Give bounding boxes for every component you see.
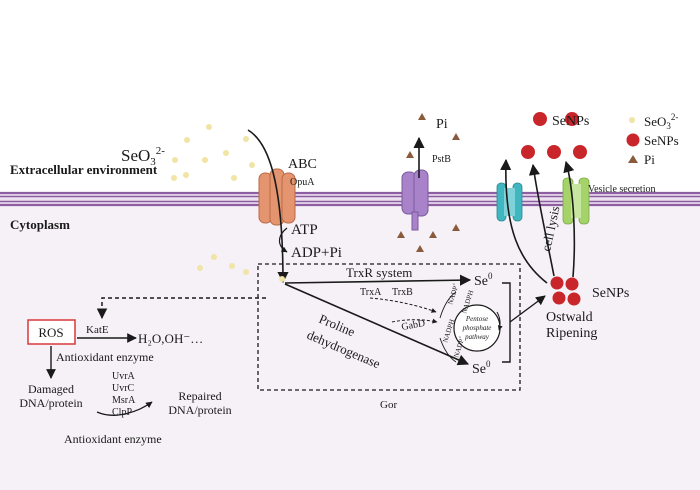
nadph-arc-bottom — [439, 337, 457, 363]
gor-box — [257, 263, 521, 391]
gabd-dashed-arrow — [391, 318, 438, 324]
svg-text:SeO32-: SeO32- — [121, 145, 165, 168]
senps-cluster-outside — [521, 112, 587, 159]
legend-senps-marker — [626, 133, 640, 147]
ppp-label-3: pathway — [464, 333, 490, 341]
ppp-label-1: Pentose — [465, 315, 488, 323]
extracellular-label: Extracellular environment — [10, 162, 158, 177]
se0-to-senps-arrow — [509, 295, 546, 323]
repair-arrow — [96, 401, 153, 416]
ostwald-label-1: Ostwald — [546, 310, 593, 325]
antioxidant-enzyme-label-2: Antioxidant enzyme — [64, 432, 162, 446]
pi-triangles — [397, 113, 460, 252]
trxr-label: TrxR system — [346, 265, 412, 280]
msra-label: MsrA — [112, 395, 136, 406]
trxb-label: TrxB — [392, 287, 413, 298]
cytoplasm-region — [0, 204, 700, 490]
ros-label: ROS — [38, 325, 63, 340]
legend-selenite-marker — [629, 117, 635, 123]
trx-dashed-arrow — [369, 297, 437, 313]
senps-cluster-inside — [550, 276, 581, 306]
pstb-label: PstB — [432, 154, 451, 165]
selenite-particles-outside — [171, 124, 255, 181]
damaged-label-1: Damaged — [28, 382, 74, 396]
ppp-cycle-arrow — [496, 311, 503, 331]
selenite-label: SeO32- — [121, 145, 165, 168]
se0-top-label: Se0 — [474, 271, 493, 289]
repaired-label-1: Repaired — [178, 389, 221, 403]
uvrc-label: UvrC — [112, 383, 135, 394]
senps-inside-label: SeNPs — [592, 286, 629, 301]
ostwald-label-2: Ripening — [546, 326, 597, 341]
ros-products-label: H₂O,OH⁻… — [138, 331, 203, 346]
vesicle-secretion-label: Vesicle secretion — [588, 184, 655, 195]
ppp-label-2: phosphate — [462, 324, 492, 332]
adp-label: ADP+Pi — [291, 245, 342, 261]
nadph-arc-top — [439, 291, 457, 319]
vesicle-secretion-channel — [562, 177, 590, 225]
legend-pi-marker — [628, 155, 638, 163]
ros-dashed-arrow — [96, 297, 266, 320]
antioxidant-enzyme-label-1: Antioxidant enzyme — [56, 350, 154, 364]
cell-lysis-arrow — [528, 163, 555, 277]
cytoplasm-label: Cytoplasm — [10, 217, 70, 232]
uvra-label: UvrA — [112, 371, 136, 382]
abc-label: ABC — [288, 157, 317, 172]
clpp-label: ClpP — [112, 407, 132, 418]
repaired-label-2: DNA/protein — [168, 403, 231, 417]
pstb-transporter — [401, 169, 429, 231]
pi-outside-label: Pi — [436, 117, 448, 132]
trxa-label: TrxA — [360, 287, 382, 298]
export-arrow-left — [500, 158, 548, 284]
legend-pi-label: Pi — [644, 152, 655, 167]
cyan-channel — [496, 182, 523, 222]
legend-selenite-label: SeO32- — [644, 112, 678, 131]
gabd-label: GabD — [401, 318, 426, 333]
legend: SeO32- SeNPs Pi — [626, 112, 679, 167]
legend-senps-label: SeNPs — [644, 133, 679, 148]
opua-label: OpuA — [290, 177, 315, 188]
proline-dehydrogenase-arrow — [284, 283, 470, 366]
vesicle-export-arrow — [563, 160, 576, 278]
trxr-arrow — [284, 274, 472, 286]
gor-label: Gor — [380, 399, 397, 411]
se0-bracket — [502, 282, 511, 363]
senps-outside-label: SeNPs — [552, 114, 589, 129]
ros-box — [27, 319, 76, 345]
selenite-particles-inside — [197, 254, 285, 282]
atp-hydrolysis-arrow — [278, 227, 288, 253]
kate-label: KatE — [86, 324, 109, 336]
se0-bottom-label: Se0 — [472, 359, 491, 377]
atp-label: ATP — [291, 222, 318, 238]
damaged-label-2: DNA/protein — [19, 396, 82, 410]
